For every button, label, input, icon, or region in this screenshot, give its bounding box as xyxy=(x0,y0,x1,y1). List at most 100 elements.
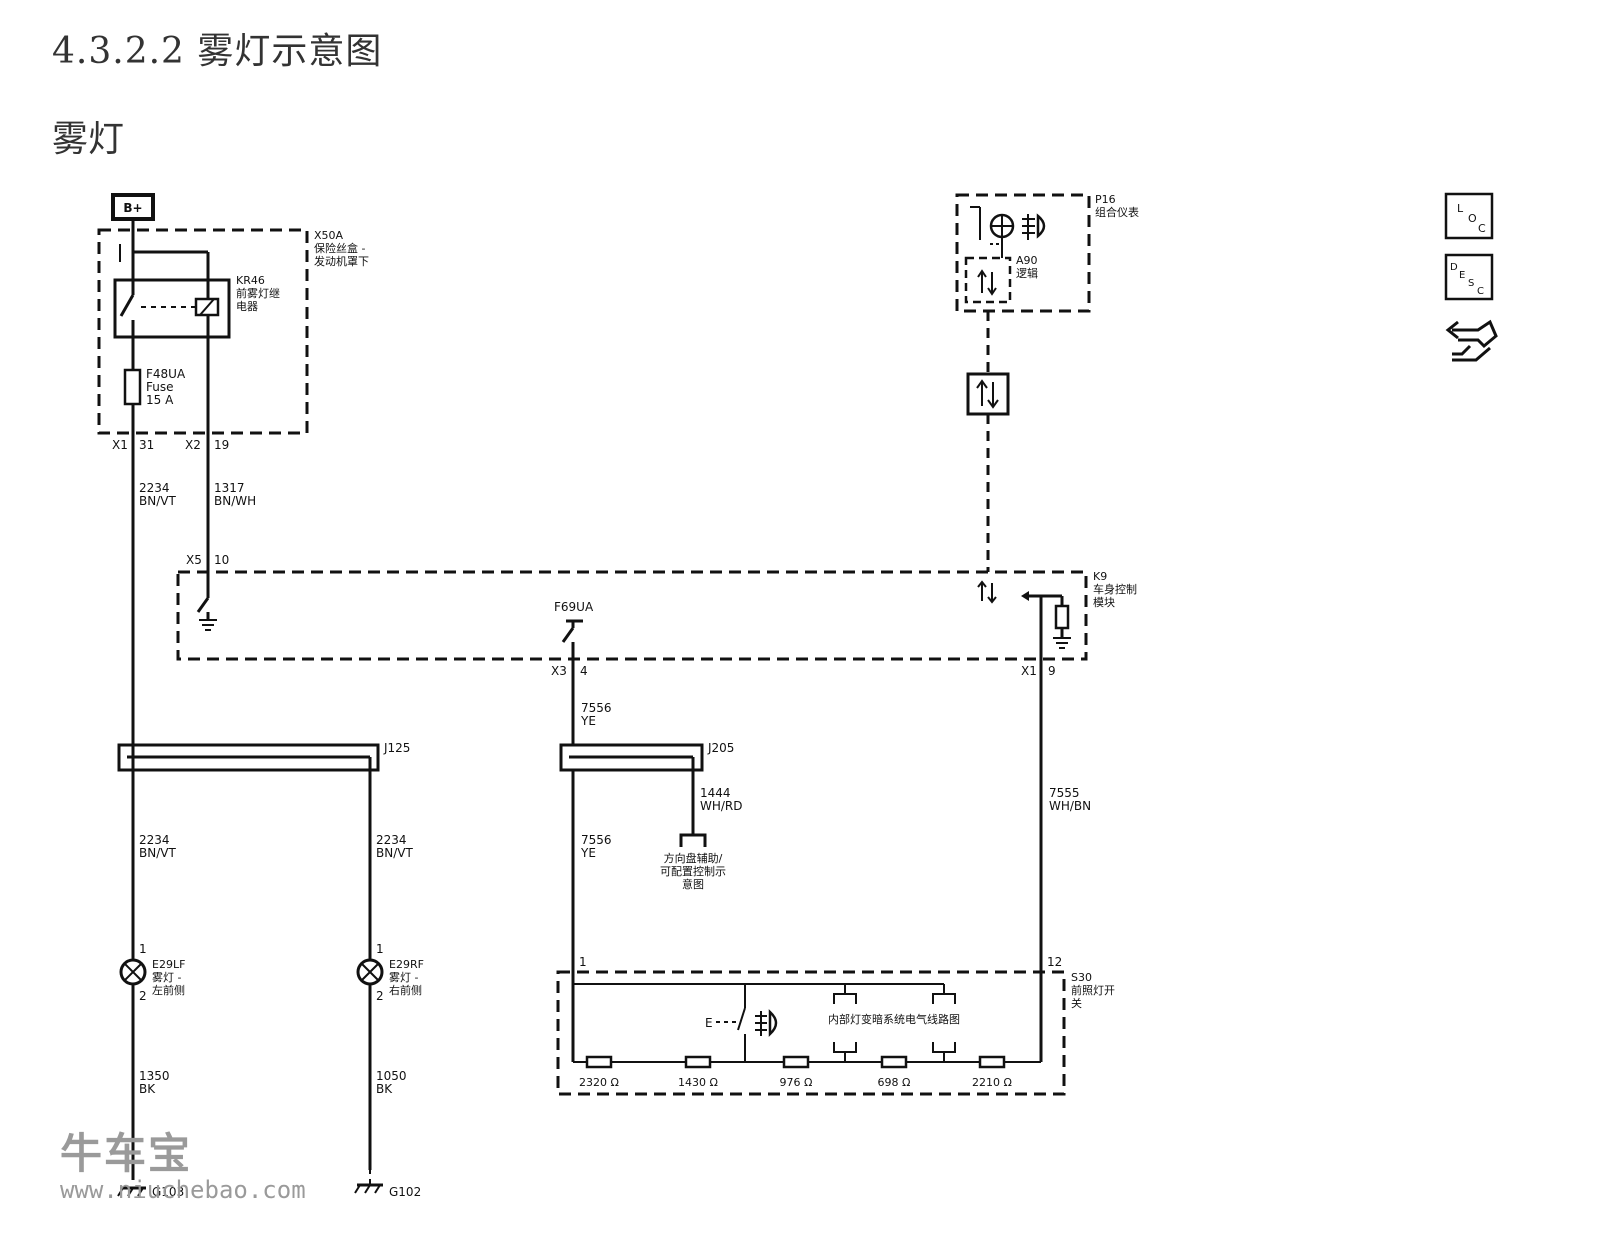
a90-name: 逻辑 xyxy=(1016,266,1038,280)
k9-body-control-module-outline xyxy=(176,570,1088,661)
desc-icon[interactable]: D E S C xyxy=(1444,253,1494,301)
e29lf-code: E29LF xyxy=(152,958,185,971)
e29lf-name-line2: 左前侧 xyxy=(152,983,185,997)
fuse-line1: Fuse xyxy=(146,380,174,394)
s30-name-line2: 关 xyxy=(1071,996,1082,1010)
resistor-2-value: 1430 Ω xyxy=(678,1076,718,1089)
s30-headlamp-switch-outline xyxy=(556,970,1066,1096)
s30-code: S30 xyxy=(1071,971,1092,984)
wire-1350-color: BK xyxy=(139,1082,156,1096)
k9-pin-9: 9 xyxy=(1048,664,1056,678)
page-title: 4.3.2.2 雾灯示意图 xyxy=(52,31,383,72)
wire-7556-bottom-number: 7556 xyxy=(581,833,612,847)
battery-positive-terminal: B+ xyxy=(111,193,155,221)
wire-1444-color: WH/RD xyxy=(700,799,743,813)
x50a-name-line1: 保险丝盒 - xyxy=(314,241,365,255)
ground-g102-icon xyxy=(354,1183,383,1194)
k9-serial-data-icon xyxy=(977,580,997,604)
x50a-pin-31: 31 xyxy=(139,438,154,452)
loc-icon[interactable]: L O C xyxy=(1444,192,1494,240)
s30-pin-12: 12 xyxy=(1047,955,1062,969)
wire-2234-right-color: BN/VT xyxy=(376,846,413,860)
ground-g102-label: G102 xyxy=(389,1185,421,1199)
j205-splice-pack xyxy=(559,743,704,772)
steering-ref-line2: 可配置控制示 xyxy=(660,864,726,878)
e29rf-name-line2: 右前侧 xyxy=(389,983,422,997)
resistor-4-value: 698 Ω xyxy=(878,1076,911,1089)
ground-g103-icon xyxy=(117,1186,146,1197)
wire-7555-color: WH/BN xyxy=(1049,799,1091,813)
e29rf-fog-lamp-right-icon xyxy=(356,958,384,986)
svg-text:C: C xyxy=(1477,286,1484,297)
f69ua-label: F69UA xyxy=(554,600,594,614)
j125-label: J125 xyxy=(383,741,410,755)
p16-code: P16 xyxy=(1095,193,1116,206)
kr46-name-line1: 前雾灯继 xyxy=(236,286,280,300)
fog-lamp-indicator-icon xyxy=(970,206,1046,258)
p16-name: 组合仪表 xyxy=(1095,205,1139,219)
wire-7555-number: 7555 xyxy=(1049,786,1080,800)
x50a-code: X50A xyxy=(314,229,344,242)
wire-2234-right-number: 2234 xyxy=(376,833,407,847)
serial-data-bus-icon xyxy=(966,372,1010,416)
fuse-code: F48UA xyxy=(146,367,186,381)
a90-serial-data-icon xyxy=(977,269,997,296)
e29lf-pin-2: 2 xyxy=(139,989,147,1003)
kr46-code: KR46 xyxy=(236,274,265,287)
j205-label: J205 xyxy=(707,741,734,755)
k9-connector-x3: X3 xyxy=(551,664,567,678)
ground-g103-label: G103 xyxy=(152,1185,184,1199)
kr46-name-line2: 电器 xyxy=(236,300,258,313)
wire-1050-color: BK xyxy=(376,1082,393,1096)
e29rf-code: E29RF xyxy=(389,958,424,971)
k9-pin-4: 4 xyxy=(580,664,588,678)
page-reference-connector xyxy=(679,833,707,847)
s30-pin-1: 1 xyxy=(579,955,587,969)
resistor-3-value: 976 Ω xyxy=(780,1076,813,1089)
svg-text:L: L xyxy=(1457,202,1464,215)
x50a-fuse-box-outline xyxy=(97,228,309,435)
steering-ref-line3: 意图 xyxy=(682,877,704,891)
wire-7556-top-number: 7556 xyxy=(581,701,612,715)
connector-view-icon[interactable] xyxy=(1445,319,1498,362)
x50a-connector-x2: X2 xyxy=(185,438,201,452)
k9-connector-x1: X1 xyxy=(1021,664,1037,678)
k9-switch-input xyxy=(1021,591,1071,649)
wire-2234-left-number: 2234 xyxy=(139,833,170,847)
svg-text:E: E xyxy=(1459,270,1465,281)
s30-name-line1: 前照灯开 xyxy=(1071,983,1115,997)
wire-1350-number: 1350 xyxy=(139,1069,170,1083)
a90-code: A90 xyxy=(1016,254,1038,267)
watermark-url: www.niuchebao.com xyxy=(60,1176,306,1204)
wire-2234-left-color: BN/VT xyxy=(139,846,176,860)
p16-instrument-cluster-outline xyxy=(955,193,1091,313)
x50a-connector-x1: X1 xyxy=(112,438,128,452)
fuse-line2: 15 A xyxy=(146,393,174,407)
e29rf-name-line1: 雾灯 - xyxy=(389,971,418,984)
s30-internal-circuit xyxy=(573,983,1041,1069)
wire-7556-top-color: YE xyxy=(580,714,596,728)
svg-text:S: S xyxy=(1468,278,1474,289)
f69ua-electronic-fuse xyxy=(561,619,583,659)
resistor-1-value: 2320 Ω xyxy=(579,1076,619,1089)
diagram-subtitle: 雾灯 xyxy=(52,119,125,160)
svg-text:O: O xyxy=(1468,212,1477,225)
x50a-pin-19: 19 xyxy=(214,438,229,452)
e29rf-pin-2: 2 xyxy=(376,989,384,1003)
k9-code: K9 xyxy=(1093,570,1107,583)
wire-1444-number: 1444 xyxy=(700,786,731,800)
svg-text:C: C xyxy=(1478,222,1486,235)
wire-1317-color: BN/WH xyxy=(214,494,256,508)
wire-1050-number: 1050 xyxy=(376,1069,407,1083)
wire-2234-top-number: 2234 xyxy=(139,481,170,495)
k9-connector-x5: X5 xyxy=(186,553,202,567)
a90-logic-outline xyxy=(964,256,1012,304)
e29lf-name-line1: 雾灯 - xyxy=(152,971,181,984)
e29lf-pin-1: 1 xyxy=(139,942,147,956)
svg-text:D: D xyxy=(1450,262,1458,273)
steering-ref-line1: 方向盘辅助/ xyxy=(664,851,723,865)
e29rf-pin-1: 1 xyxy=(376,942,384,956)
k9-low-side-driver xyxy=(196,597,217,631)
kr46-fog-relay xyxy=(113,250,231,339)
